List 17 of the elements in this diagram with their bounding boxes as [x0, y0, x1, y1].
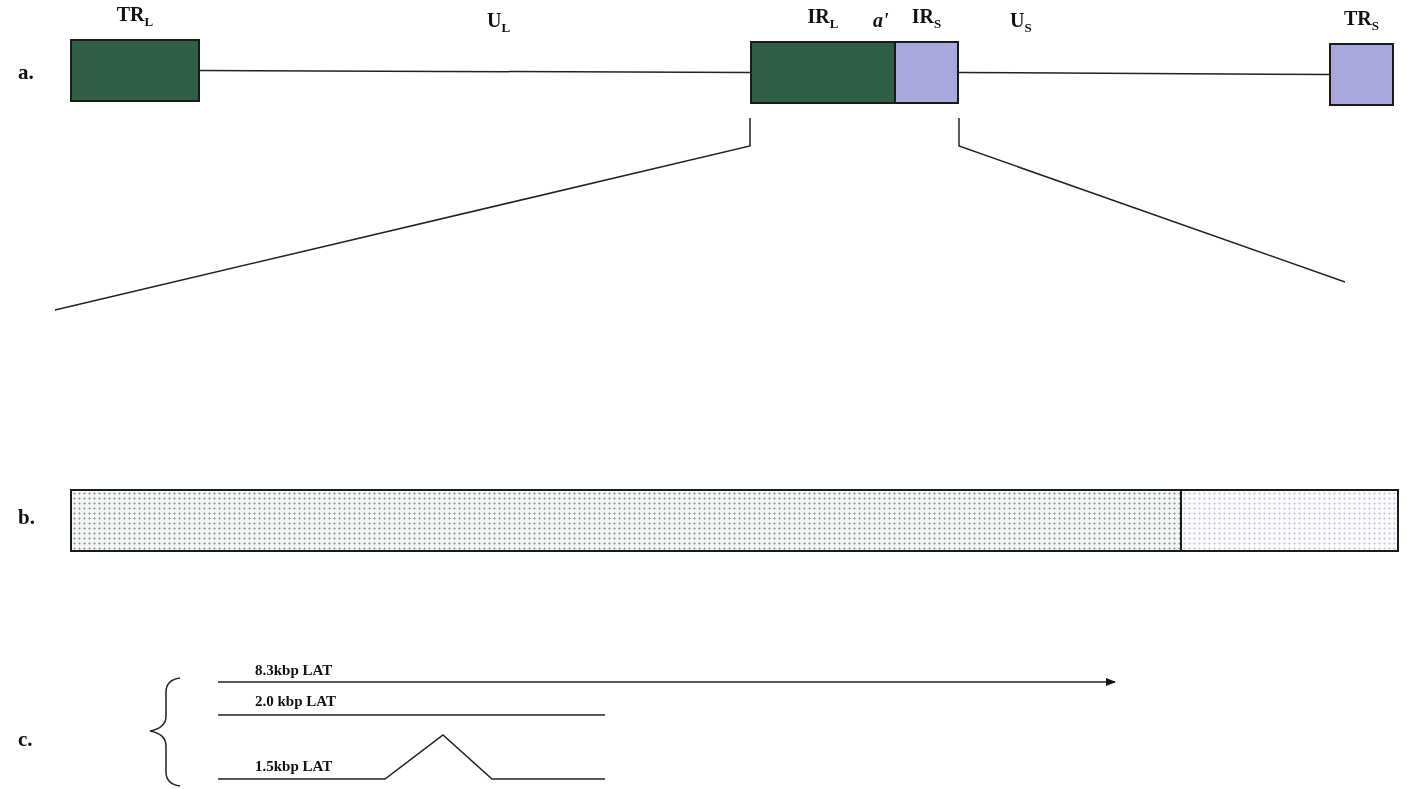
genome-segment-line: [199, 69, 751, 74]
panel-label: a.: [18, 60, 34, 85]
region-label: a': [873, 9, 889, 32]
expanded-region-bar: [1180, 489, 1399, 552]
region-label: U$_{L}$: [487, 9, 511, 36]
transcript-label: 1.5kbp LAT: [255, 758, 333, 775]
panel-label: b.: [18, 505, 35, 530]
expanded-region-bar: [70, 489, 1182, 552]
region-label: IR$_{S}$: [911, 5, 942, 32]
panel-label: c.: [18, 727, 33, 752]
genome-segment-line: [958, 71, 1330, 76]
region-label: U$_{S}$: [1010, 9, 1032, 36]
region-label: TR$_{S}$: [1344, 7, 1379, 34]
region-label: TR$_{L}$: [116, 3, 154, 30]
transcript-label: 8.3kbp LAT: [255, 662, 333, 679]
region-label: IR$_{L}$: [807, 5, 839, 32]
transcript-label: 2.0 kbp LAT: [255, 693, 336, 710]
